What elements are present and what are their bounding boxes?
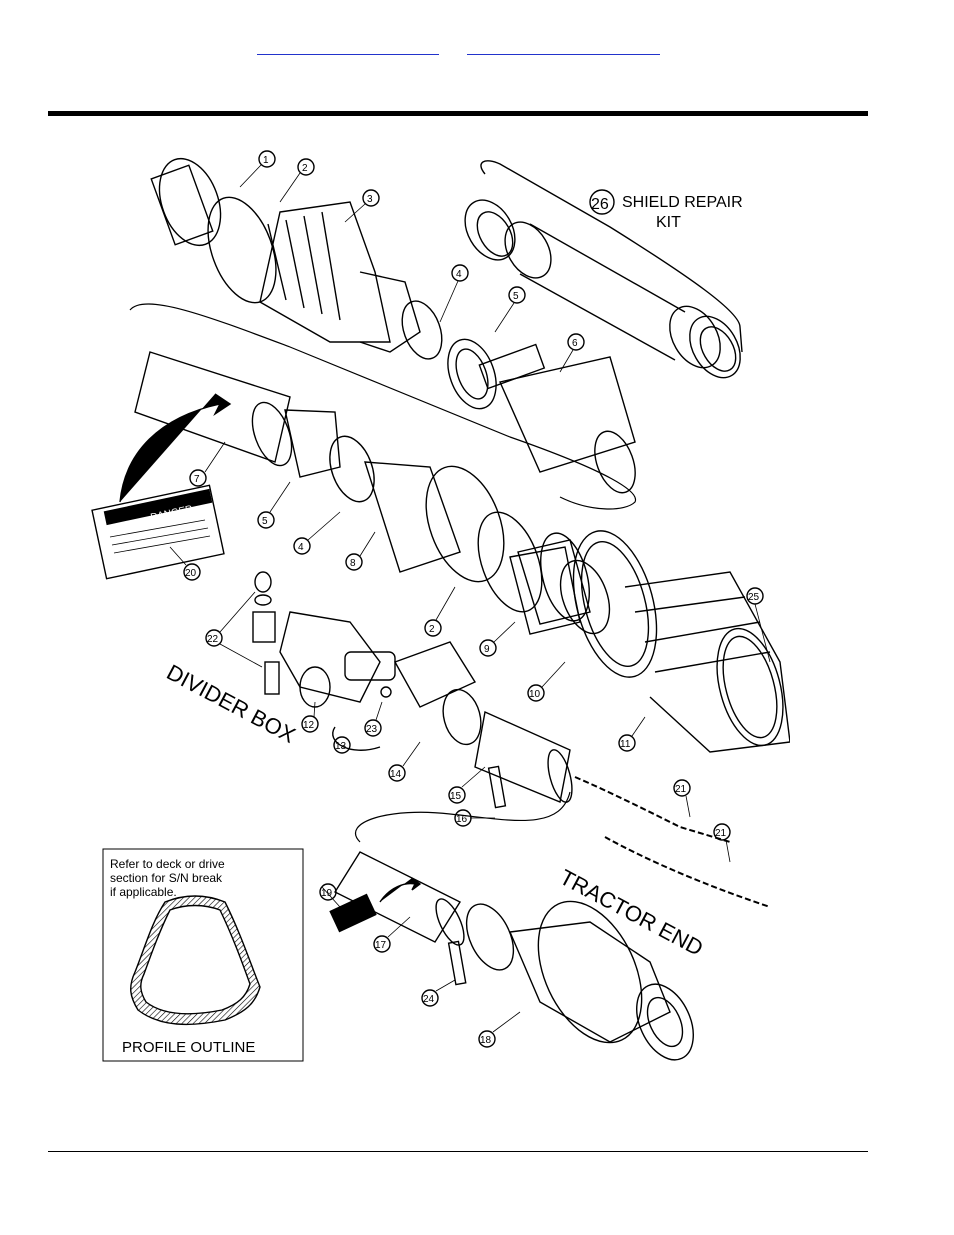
svg-text:15: 15	[450, 791, 462, 802]
callout-13: 13	[333, 736, 351, 754]
leader-lines	[169, 164, 771, 1033]
svg-text:14: 14	[390, 769, 402, 780]
callout-25: 25	[746, 587, 764, 605]
lower-sweep-loop	[354, 791, 571, 843]
svg-text:20: 20	[185, 568, 197, 579]
svg-text:2: 2	[429, 624, 435, 635]
callout-4: 4	[451, 264, 469, 282]
nav-link-next[interactable]	[467, 38, 660, 55]
svg-text:5: 5	[262, 516, 268, 527]
svg-text:12: 12	[303, 720, 315, 731]
callout-10: 10	[527, 684, 545, 702]
svg-text:21: 21	[715, 828, 727, 839]
callout-20: 20	[183, 563, 201, 581]
callout-6: 6	[567, 333, 585, 351]
svg-text:17: 17	[375, 940, 387, 951]
shield-kit-number: 26	[591, 196, 609, 213]
callout-5: 5	[508, 286, 526, 304]
callout-11: 11	[618, 734, 636, 752]
svg-text:6: 6	[572, 338, 578, 349]
svg-text:11: 11	[620, 739, 631, 750]
svg-text:2: 2	[302, 163, 308, 174]
svg-text:18: 18	[480, 1035, 492, 1046]
callout-24: 24	[421, 989, 439, 1007]
nav-link-previous[interactable]	[257, 38, 439, 55]
callout-3: 3	[362, 189, 380, 207]
callout-4b: 4	[293, 537, 311, 555]
footer-rule	[48, 1151, 868, 1152]
callout-21: 21	[673, 779, 691, 797]
svg-text:8: 8	[350, 558, 356, 569]
tractor-end-label: TRACTOR END	[556, 864, 708, 960]
shield-kit-label-line1: SHIELD REPAIR	[622, 194, 743, 211]
svg-text:22: 22	[207, 634, 219, 645]
svg-text:16: 16	[456, 814, 468, 825]
svg-text:21: 21	[675, 784, 687, 795]
tractor-end-tube-assembly	[329, 851, 694, 1061]
safety-chains	[574, 776, 771, 908]
svg-text:23: 23	[366, 724, 378, 735]
header-rule	[48, 111, 868, 116]
callout-1: 1	[258, 150, 276, 168]
assembly-sweep-loop	[129, 303, 637, 510]
inner-tube-assembly	[134, 351, 611, 635]
inset-note-line3: if applicable.	[110, 885, 177, 899]
callout-22: 22	[205, 629, 223, 647]
callout-8: 8	[345, 553, 363, 571]
callout-2b: 2	[424, 619, 442, 637]
callout-17: 17	[373, 935, 391, 953]
callout-21b: 21	[713, 823, 731, 841]
danger-decal: DANGER	[91, 484, 225, 580]
tractor-side-shield-cone	[150, 157, 636, 494]
decal-arrow	[119, 393, 232, 503]
divider-box-yoke-assembly	[252, 571, 573, 809]
profile-outline-label: PROFILE OUTLINE	[122, 1039, 255, 1056]
callout-12: 12	[301, 715, 319, 733]
exploded-parts-diagram: SHIELD REPAIR KIT 26 D	[90, 142, 790, 1070]
callout-5b: 5	[257, 511, 275, 529]
callout-7: 7	[189, 469, 207, 487]
svg-text:7: 7	[194, 474, 200, 485]
callout-2: 2	[297, 158, 315, 176]
callout-16: 16	[454, 809, 472, 827]
svg-text:4: 4	[298, 542, 304, 553]
svg-text:19: 19	[321, 888, 333, 899]
svg-text:9: 9	[484, 644, 490, 655]
inset-note-line2: section for S/N break	[110, 871, 223, 885]
implement-side-shield-cone	[509, 530, 790, 753]
svg-text:4: 4	[456, 269, 462, 280]
inset-note-line1: Refer to deck or drive	[110, 857, 225, 871]
shield-repair-kit	[464, 160, 743, 379]
callout-14: 14	[388, 764, 406, 782]
callout-23: 23	[364, 719, 382, 737]
callout-numbers: 1 2 3 4 5 6 7 5 4 8 2 9 10 11 25 20 22 1…	[183, 150, 764, 1048]
callout-9: 9	[479, 639, 497, 657]
callout-15: 15	[448, 786, 466, 804]
svg-text:5: 5	[513, 291, 519, 302]
profile-outline-inset	[102, 848, 304, 1062]
svg-text:13: 13	[335, 741, 347, 752]
svg-text:24: 24	[423, 994, 435, 1005]
svg-text:10: 10	[529, 689, 541, 700]
callout-19: 19	[319, 883, 337, 901]
shield-kit-label-line2: KIT	[656, 214, 681, 231]
svg-text:25: 25	[748, 592, 760, 603]
callout-18: 18	[478, 1030, 496, 1048]
svg-text:1: 1	[263, 155, 269, 166]
svg-text:3: 3	[367, 194, 373, 205]
